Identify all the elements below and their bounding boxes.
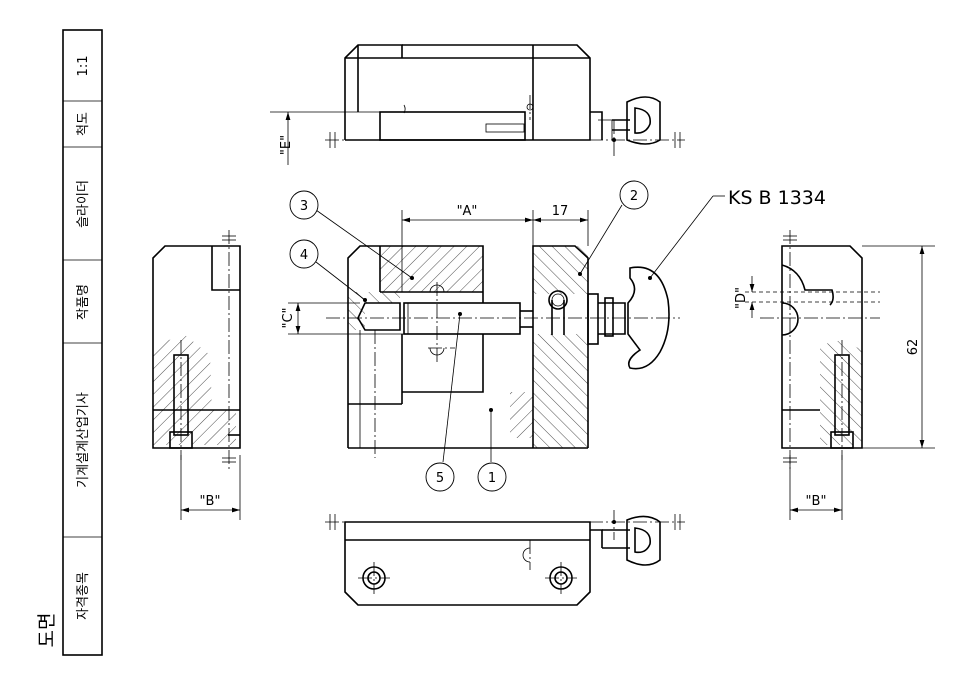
part-name-label: 작품명 [76,284,91,320]
svg-text:2: 2 [630,189,638,204]
standard-note: KS B 1334 [728,187,826,209]
front-section-view: "A" 17 "C" KS B 1334 3 4 2 5 1 [281,180,826,492]
balloon-2: 2 [619,180,649,210]
title-block: 1:1 척도 슬라이더 작품명 기계설계산업기사 자격종목 도면 [36,29,103,656]
part-name-value: 슬라이더 [76,180,91,228]
balloon-1: 1 [477,462,507,492]
dimension-a: "A" [457,204,478,219]
bottom-view [325,510,685,606]
drawing-label: 도면 [36,613,58,648]
right-side-view: "D" 62 "B" [734,230,935,520]
dimension-62: 62 [906,339,921,356]
dimension-b-left: "B" [200,494,221,509]
dimension-d: "D" [734,287,749,309]
svg-text:3: 3 [300,199,308,214]
scale-label: 척도 [76,112,91,136]
qualification-label: 자격종목 [76,572,91,620]
dimension-17: 17 [552,204,569,219]
svg-text:1: 1 [488,471,496,486]
svg-text:4: 4 [300,248,308,263]
scale-value: 1:1 [76,56,91,77]
top-view: "E" [270,44,685,165]
dimension-b-right: "B" [806,494,827,509]
balloon-5: 5 [425,462,455,492]
dimension-c: "C" [281,307,296,328]
balloon-3: 3 [289,190,319,220]
qualification-value: 기계설계산업기사 [76,392,91,488]
bolt-hole-left [358,562,390,594]
svg-text:5: 5 [436,471,444,486]
balloon-4: 4 [289,239,319,269]
bolt-hole-right [545,562,577,594]
left-side-view: "B" [152,230,241,520]
dimension-e: "E" [279,135,294,155]
